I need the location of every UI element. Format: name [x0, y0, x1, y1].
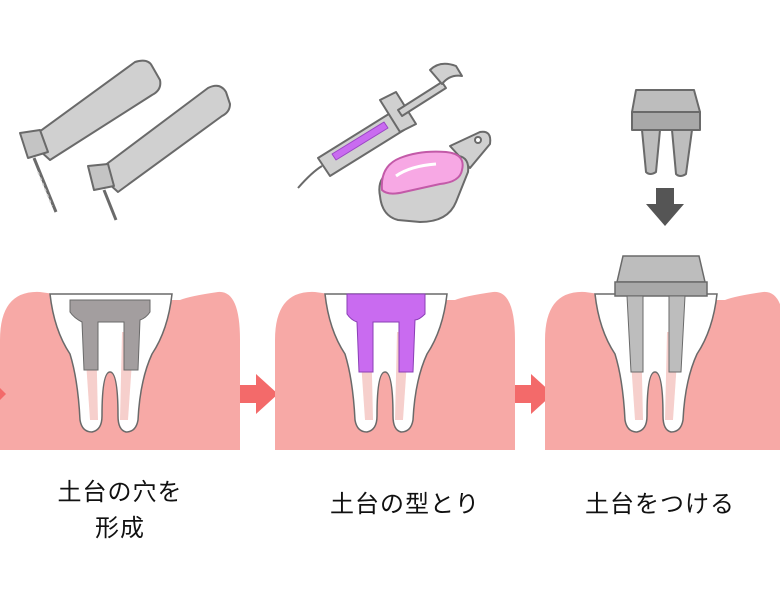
step-2-caption: 土台の型とり	[300, 486, 510, 522]
tooth-post-cavity	[0, 291, 241, 451]
caption-line: 土台をつける	[585, 490, 735, 518]
dental-handpiece-icon	[87, 84, 231, 221]
caption-line: 土台の型とり	[330, 490, 480, 518]
step-3-caption: 土台をつける	[555, 486, 765, 522]
caption-line: 形成	[95, 514, 145, 542]
caption-line: 土台の穴を	[57, 478, 183, 506]
core-crown-icon	[631, 89, 701, 177]
step-1-caption: 土台の穴を 形成	[30, 474, 210, 546]
tooth-impression	[274, 291, 516, 451]
right-arrow-icon	[240, 374, 278, 414]
right-arrow-icon	[515, 374, 553, 414]
syringe-icon	[297, 62, 463, 189]
down-arrow-icon	[646, 188, 684, 226]
left-edge-arrow-icon	[0, 388, 6, 400]
dental-handpiece-icon	[19, 59, 162, 213]
tooth-core-placed	[544, 255, 780, 451]
impression-tray-icon	[378, 130, 492, 223]
